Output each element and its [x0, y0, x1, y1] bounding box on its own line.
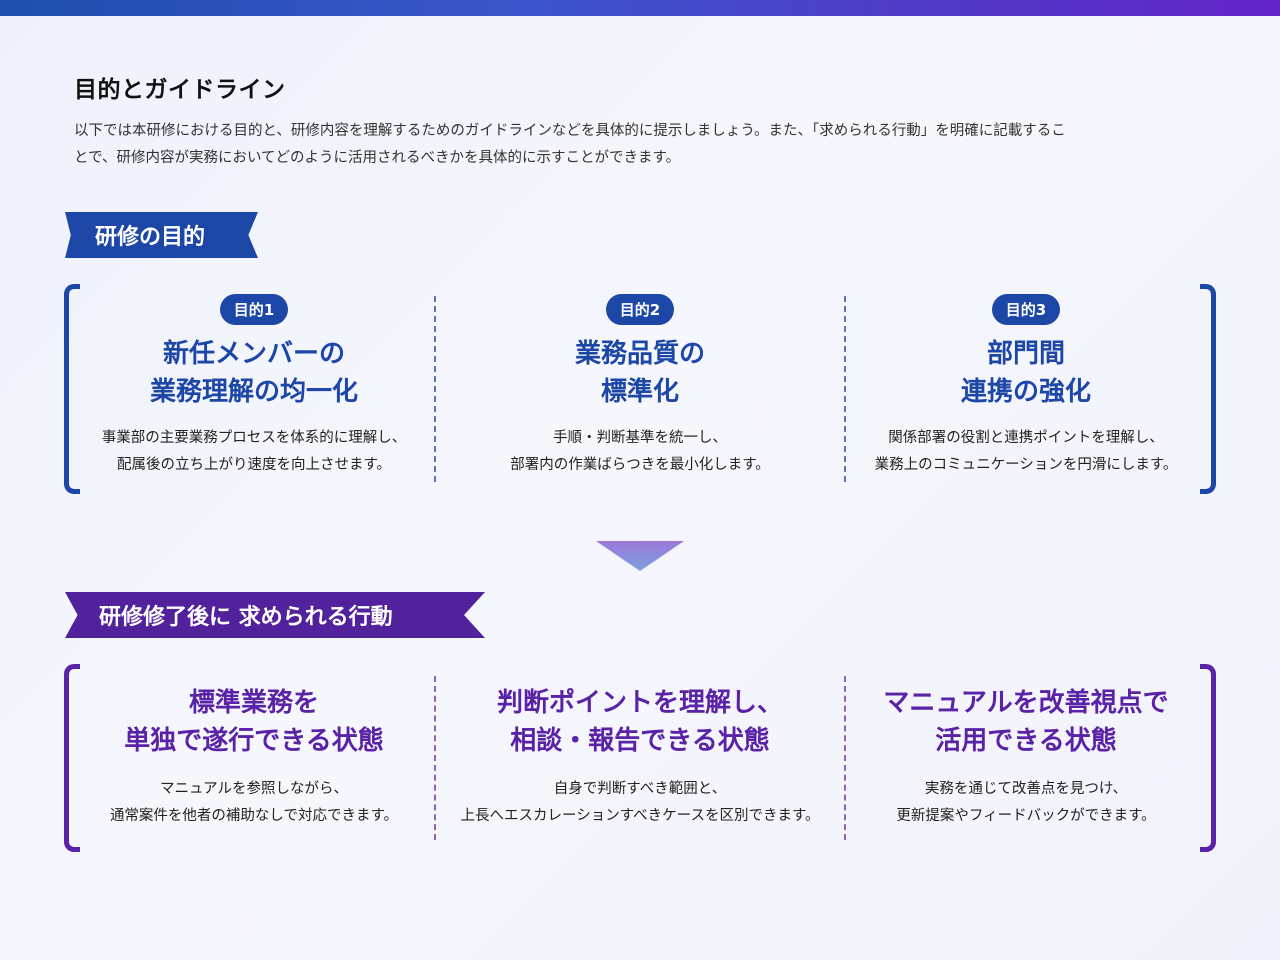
- title-line: 新任メンバーの: [162, 339, 345, 369]
- down-arrow-icon: [596, 541, 684, 571]
- desc-line: 通常案件を他者の補助なしで対応できます。: [109, 808, 399, 824]
- desc-line: 更新提案やフィードバックができます。: [896, 808, 1156, 824]
- purpose-desc: 事業部の主要業務プロセスを体系的に理解し、 配属後の立ち上がり速度を向上させます…: [102, 425, 407, 479]
- behavior-desc: マニュアルを参照しながら、 通常案件を他者の補助なしで対応できます。: [110, 776, 398, 830]
- title-line: マニュアルを改善視点で: [883, 688, 1169, 718]
- title-line: 単独で遂行できる状態: [124, 726, 384, 756]
- behavior-card-2: 判断ポイントを理解し、 相談・報告できる状態 自身で判断すべき範囲と、 上長へエ…: [450, 664, 830, 852]
- desc-line: 配属後の立ち上がり速度を向上させます。: [116, 457, 392, 473]
- top-accent-bar: [0, 0, 1280, 16]
- title-line: 活用できる状態: [935, 726, 1117, 756]
- title-line: 部門間: [986, 339, 1065, 369]
- title-line: 業務品質の: [574, 339, 705, 369]
- behavior-desc: 自身で判断すべき範囲と、 上長へエスカレーションすべきケースを区別できます。: [460, 776, 819, 830]
- title-line: 業務理解の均一化: [149, 377, 358, 407]
- behavior-title: 判断ポイントを理解し、 相談・報告できる状態: [497, 684, 783, 760]
- dashed-divider: [844, 296, 846, 482]
- desc-line: 部署内の作業ばらつきを最小化します。: [510, 457, 770, 473]
- section-label-behavior: 研修修了後に 求められる行動: [65, 592, 485, 638]
- dashed-divider: [434, 676, 436, 840]
- desc-line: 関係部署の役割と連携ポイントを理解し、: [888, 430, 1164, 446]
- behavior-card-1: 標準業務を 単独で遂行できる状態 マニュアルを参照しながら、 通常案件を他者の補…: [64, 664, 444, 852]
- intro-line-1: 以下では本研修における目的と、研修内容を理解するためのガイドラインなどを具体的に…: [74, 123, 1066, 139]
- title-line: 連携の強化: [960, 377, 1091, 407]
- desc-line: 自身で判断すべき範囲と、: [553, 781, 727, 797]
- purpose-title: 業務品質の 標準化: [575, 335, 705, 411]
- desc-line: 事業部の主要業務プロセスを体系的に理解し、: [101, 430, 407, 446]
- behavior-desc: 実務を通じて改善点を見つけ、 更新提案やフィードバックができます。: [896, 776, 1155, 830]
- purpose-card-1: 目的1 新任メンバーの 業務理解の均一化 事業部の主要業務プロセスを体系的に理解…: [64, 284, 444, 494]
- purpose-title: 新任メンバーの 業務理解の均一化: [150, 335, 358, 411]
- bracket-right: [1200, 664, 1216, 852]
- desc-line: 実務を通じて改善点を見つけ、: [924, 781, 1128, 797]
- title-line: 標準化: [600, 377, 679, 407]
- title-line: 標準業務を: [188, 688, 319, 718]
- purpose-desc: 手順・判断基準を統一し、 部署内の作業ばらつきを最小化します。: [510, 425, 770, 479]
- behavior-title: 標準業務を 単独で遂行できる状態: [124, 684, 383, 760]
- purpose-cards: 目的1 新任メンバーの 業務理解の均一化 事業部の主要業務プロセスを体系的に理解…: [64, 284, 1216, 494]
- title-line: 相談・報告できる状態: [510, 726, 770, 756]
- bracket-left: [64, 664, 80, 852]
- bracket-left: [64, 284, 80, 494]
- desc-line: 上長へエスカレーションすべきケースを区別できます。: [460, 808, 820, 824]
- desc-line: 手順・判断基準を統一し、: [553, 430, 727, 446]
- purpose-title: 部門間 連携の強化: [961, 335, 1091, 411]
- dashed-divider: [434, 296, 436, 482]
- purpose-card-3: 目的3 部門間 連携の強化 関係部署の役割と連携ポイントを理解し、 業務上のコミ…: [836, 284, 1216, 494]
- purpose-badge: 目的2: [605, 294, 675, 325]
- behavior-cards: 標準業務を 単独で遂行できる状態 マニュアルを参照しながら、 通常案件を他者の補…: [64, 664, 1216, 852]
- purpose-badge: 目的1: [219, 294, 289, 325]
- page-title: 目的とガイドライン: [74, 77, 286, 103]
- title-line: 判断ポイントを理解し、: [496, 688, 783, 718]
- section-label-purpose: 研修の目的: [65, 212, 258, 258]
- bracket-right: [1200, 284, 1216, 494]
- desc-line: マニュアルを参照しながら、: [159, 781, 349, 797]
- desc-line: 業務上のコミュニケーションを円滑にします。: [874, 457, 1178, 473]
- behavior-title: マニュアルを改善視点で 活用できる状態: [883, 684, 1168, 760]
- purpose-badge: 目的3: [991, 294, 1061, 325]
- purpose-desc: 関係部署の役割と連携ポイントを理解し、 業務上のコミュニケーションを円滑にします…: [875, 425, 1178, 479]
- intro-line-2: とで、研修内容が実務においてどのように活用されるべきかを具体的に示すことができま…: [74, 150, 681, 166]
- purpose-card-2: 目的2 業務品質の 標準化 手順・判断基準を統一し、 部署内の作業ばらつきを最小…: [450, 284, 830, 494]
- dashed-divider: [844, 676, 846, 840]
- behavior-card-3: マニュアルを改善視点で 活用できる状態 実務を通じて改善点を見つけ、 更新提案や…: [836, 664, 1216, 852]
- intro-text: 以下では本研修における目的と、研修内容を理解するためのガイドラインなどを具体的に…: [74, 118, 1214, 172]
